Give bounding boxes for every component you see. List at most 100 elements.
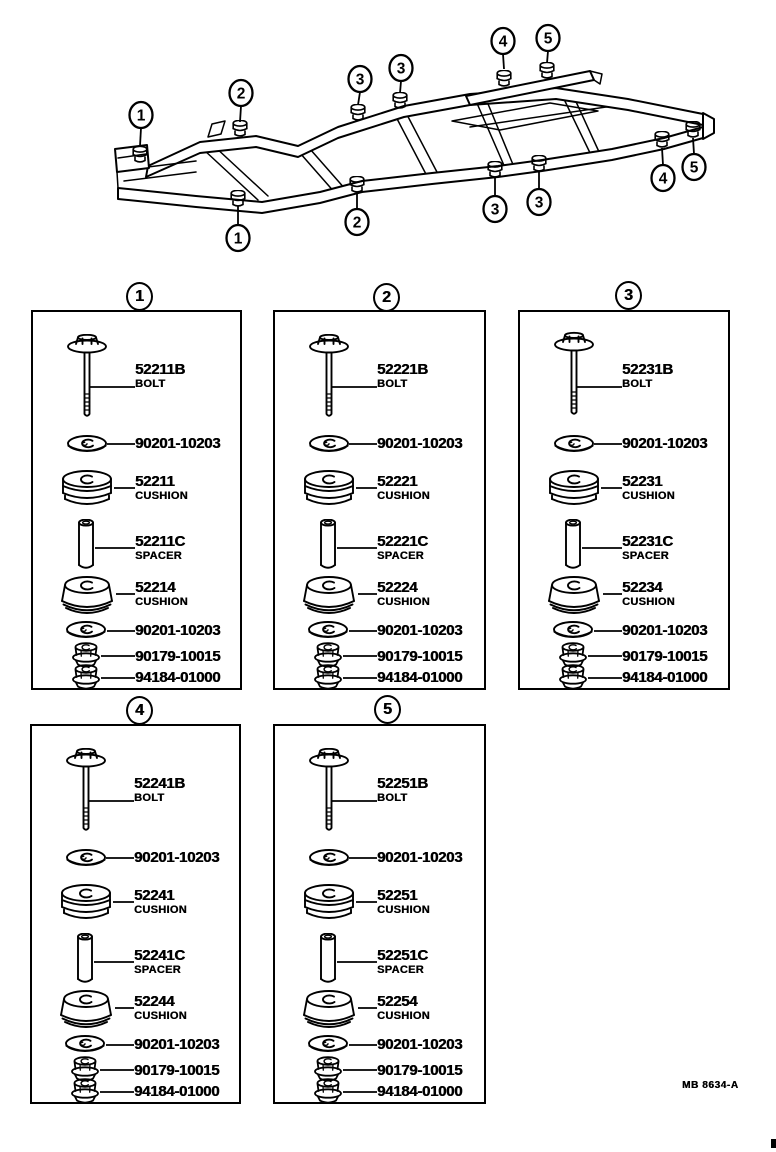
group-badge-1: 1 <box>126 282 153 311</box>
upper-cushion-icon <box>62 470 112 505</box>
part-group-1-art <box>61 334 135 688</box>
washer-icon <box>65 1035 105 1052</box>
washer-icon <box>308 621 348 638</box>
part-label: 90179-10015 <box>135 648 221 665</box>
nut-icon <box>314 1078 342 1102</box>
part-label: 90201-10203 <box>134 1036 220 1053</box>
part-group-4-art <box>60 748 134 1102</box>
part-label: 90201-10203 <box>135 435 221 452</box>
svg-text:4: 4 <box>499 34 508 51</box>
part-group-3-art <box>548 331 622 688</box>
nut-icon <box>559 664 587 688</box>
upper-cushion-icon <box>61 884 111 919</box>
svg-text:3: 3 <box>535 195 544 212</box>
part-label: 94184-01000 <box>622 669 708 686</box>
washer-icon <box>554 435 594 452</box>
part-label: 90201-10203 <box>377 849 463 866</box>
group-badge-1-label: 1 <box>135 287 144 305</box>
group-badge-2-label: 2 <box>382 288 391 306</box>
svg-text:5: 5 <box>690 160 699 177</box>
part-label: 90201-10203 <box>377 435 463 452</box>
nut-icon <box>72 664 100 688</box>
spacer-icon <box>78 519 94 569</box>
frame-line-art <box>114 70 715 214</box>
svg-text:2: 2 <box>237 86 246 103</box>
retainer-nut-icon <box>314 1056 342 1082</box>
mount-stud-icon <box>496 70 512 87</box>
frame-callout-1-front: 1 <box>128 100 154 147</box>
part-label: 90201-10203 <box>134 849 220 866</box>
frame-callout-2-front: 2 <box>228 78 254 123</box>
frame-callout-5-right: 5 <box>681 137 707 182</box>
retainer-nut-icon <box>559 642 587 668</box>
bolt-icon <box>309 334 349 417</box>
washer-icon <box>308 1035 348 1052</box>
retainer-nut-icon <box>71 1056 99 1082</box>
group-badge-5: 5 <box>374 695 401 724</box>
part-label: 90201-10203 <box>135 622 221 639</box>
frame-callout-3b-top: 3 <box>388 53 414 94</box>
frame-callout-2-bottom: 2 <box>344 192 370 237</box>
group-badge-2: 2 <box>373 283 400 312</box>
svg-text:1: 1 <box>234 231 243 248</box>
bolt-icon <box>309 748 349 831</box>
mount-stud-icon <box>350 104 366 121</box>
nut-icon <box>314 664 342 688</box>
upper-cushion-icon <box>304 470 354 505</box>
upper-cushion-icon <box>549 470 599 505</box>
svg-text:4: 4 <box>659 171 668 188</box>
part-label: 94184-01000 <box>377 1083 463 1100</box>
part-label: 90201-10203 <box>377 1036 463 1053</box>
part-label: 90179-10015 <box>134 1062 220 1079</box>
retainer-nut-icon <box>314 642 342 668</box>
bolt-icon <box>553 331 595 415</box>
lower-cushion-icon <box>61 576 113 614</box>
group-badge-5-label: 5 <box>383 700 392 718</box>
part-group-5-art <box>303 748 377 1102</box>
spacer-icon <box>320 933 336 983</box>
frame-callout-5-top: 5 <box>535 23 561 64</box>
svg-text:1: 1 <box>137 108 146 125</box>
retainer-nut-icon <box>72 642 100 668</box>
part-label: 90179-10015 <box>377 648 463 665</box>
svg-text:2: 2 <box>353 215 362 232</box>
lower-cushion-icon <box>303 990 355 1028</box>
part-label: 90179-10015 <box>622 648 708 665</box>
frame-callout-3a-bottom: 3 <box>482 178 508 224</box>
spacer-icon <box>320 519 336 569</box>
part-label: 90201-10203 <box>377 622 463 639</box>
washer-icon <box>66 621 106 638</box>
group-badge-4: 4 <box>126 696 153 725</box>
bolt-icon <box>66 748 106 831</box>
washer-icon <box>309 849 349 866</box>
frame-callout-4-right: 4 <box>650 147 676 193</box>
washer-icon <box>67 435 107 452</box>
svg-text:3: 3 <box>491 202 500 219</box>
page-edge-mark <box>771 1139 776 1148</box>
part-label: 90201-10203 <box>622 622 708 639</box>
part-group-2-art <box>303 334 377 688</box>
